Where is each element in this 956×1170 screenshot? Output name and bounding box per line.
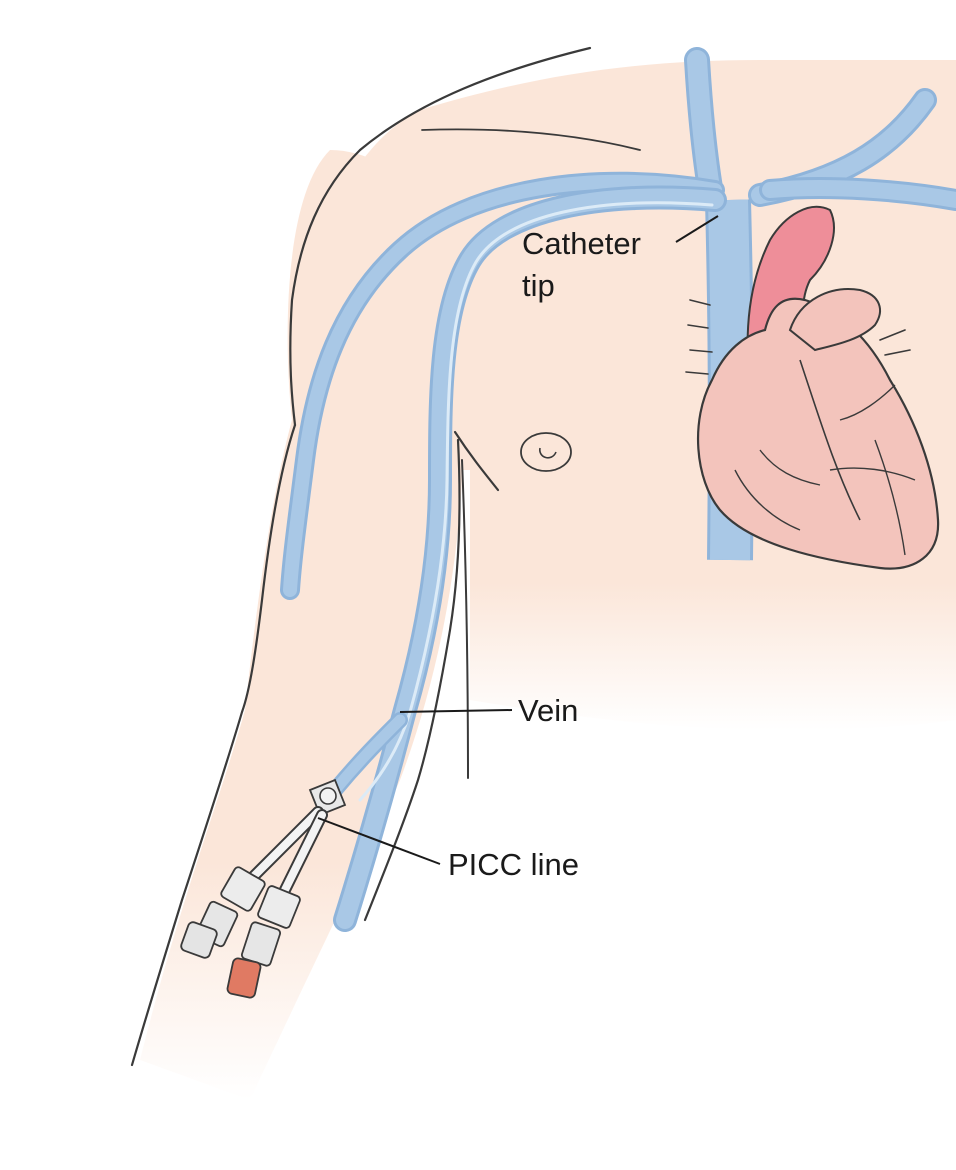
- shoulder-outline: [289, 46, 592, 427]
- arm-inner-outline: [363, 438, 461, 922]
- nipple: [520, 432, 572, 472]
- picc-device: [180, 778, 347, 999]
- armpit-outline: [453, 430, 500, 492]
- catheter-tip-label-line2: tip: [522, 268, 555, 303]
- picc-line-leader: [317, 817, 441, 865]
- arm-outer-outline: [130, 423, 297, 1067]
- arm-skin: [140, 150, 468, 1100]
- heart: [685, 205, 940, 570]
- catheter-tip-leader: [675, 215, 719, 243]
- vein-leader: [399, 709, 513, 713]
- picc-line-label: PICC line: [448, 847, 579, 882]
- catheter-tip-label-line1: Catheter: [522, 226, 641, 261]
- clavicle-line: [421, 128, 641, 151]
- vein-label: Vein: [518, 693, 578, 728]
- torso-side-outline: [461, 459, 469, 779]
